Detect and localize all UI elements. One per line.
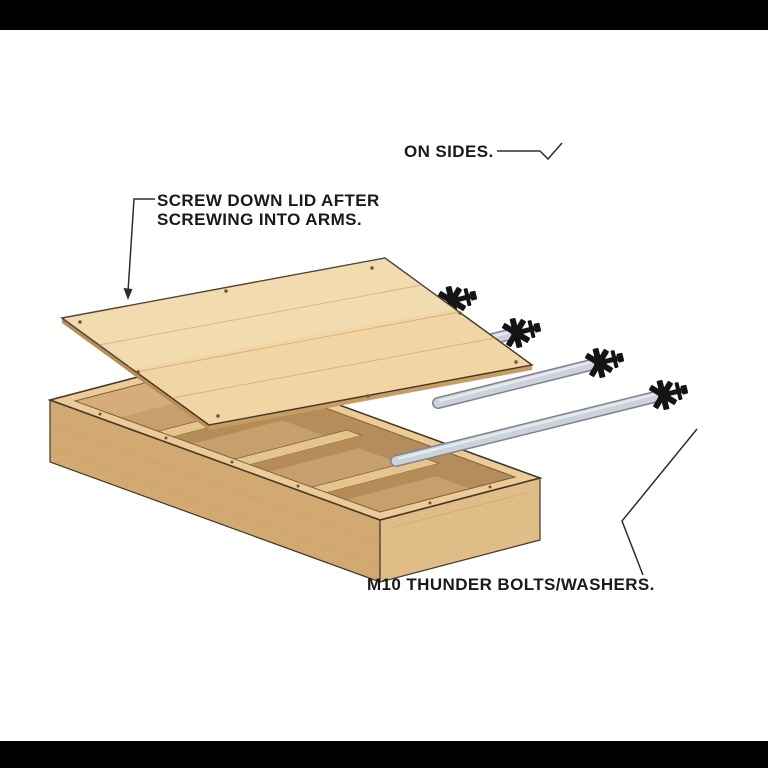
lid-top-surface bbox=[60, 257, 534, 426]
lid-screw-holes bbox=[78, 266, 518, 418]
lid-edge-left bbox=[62, 318, 209, 430]
label-on-sides: ON SIDES. bbox=[404, 142, 494, 161]
leader-screw-down-arrowhead bbox=[123, 288, 133, 300]
leader-lines bbox=[123, 142, 698, 576]
support-arm-4 bbox=[390, 389, 669, 467]
label-screw-down-lid: SCREW DOWN LID AFTER SCREWING INTO ARMS. bbox=[157, 191, 380, 229]
leader-on-sides bbox=[497, 142, 563, 161]
label-m10-bolts: M10 THUNDER BOLTS/WASHERS. bbox=[367, 575, 655, 594]
lid-highlight bbox=[62, 258, 455, 369]
support-arm-3 bbox=[432, 357, 605, 409]
lid-edge-front bbox=[209, 365, 532, 430]
label-screw-down-lid-line2: SCREWING INTO ARMS. bbox=[157, 210, 362, 229]
letterbox-bottom bbox=[0, 741, 768, 768]
lid-grain-lines bbox=[98, 284, 496, 399]
leader-m10-bolts bbox=[621, 428, 698, 576]
lid bbox=[60, 257, 534, 430]
letterbox-top bbox=[0, 0, 768, 30]
leader-screw-down-lid bbox=[127, 198, 155, 293]
rim-screw-dots bbox=[98, 412, 492, 505]
box-grain-lines bbox=[51, 424, 531, 567]
label-screw-down-lid-line1: SCREW DOWN LID AFTER bbox=[157, 191, 380, 210]
